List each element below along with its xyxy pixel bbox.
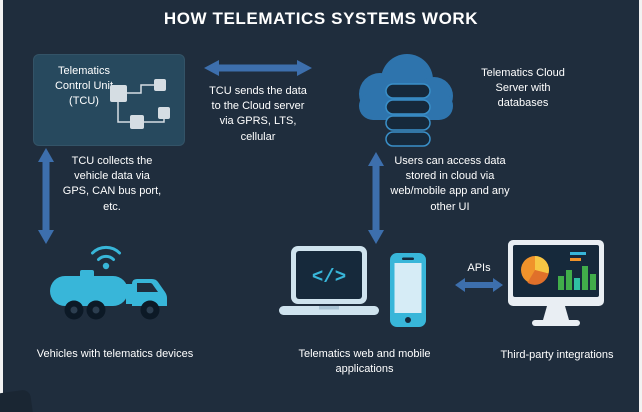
pie-chart-icon [521,256,549,285]
apps-to-integrations-arrow [455,278,503,292]
tcu-node: Telematics Control Unit (TCU) [33,54,185,146]
cloud-to-apps-arrow [368,152,384,244]
phone-speaker [402,257,414,260]
cab-window [137,283,158,292]
truck-wheels [64,300,160,320]
apis-label: APIs [467,262,491,274]
vehicles-to-tcu-label: TCU collects the vehicle data via GPS, C… [62,155,162,213]
laptop-notch [319,306,339,310]
phone-screen [394,263,422,313]
double-arrow-shape [204,60,312,76]
apps-label: Telematics web and mobile applications [298,348,431,376]
network-nodes-icon [110,79,170,129]
vehicles-label: Vehicles with telematics devices [36,348,194,360]
cloud-to-apps-label: Users can access data stored in cloud vi… [390,155,510,213]
tcu-label: Telematics Control Unit (TCU) [54,65,114,108]
tcu-to-cloud-arrow [204,60,312,76]
page-title: HOW TELEMATICS SYSTEMS WORK [163,9,479,28]
laptop-icon: </> [279,246,379,315]
vehicles-to-tcu-arrow [38,148,54,244]
corner-decoration [0,389,35,412]
dashboard-monitor-icon [508,240,604,326]
laptop-base [279,306,379,315]
phone-home-button [405,317,411,323]
monitor-stand [543,306,569,320]
tcu-to-cloud-label: TCU sends the data to the Cloud server v… [209,85,307,143]
laptop-screen [296,251,362,299]
double-arrow-shape [368,152,384,244]
integrations-label: Third-party integrations [500,349,614,361]
cloud-server-icon [359,54,453,147]
bar-chart-icon [558,266,596,290]
cloud-server-label: Telematics Cloud Server with databases [481,67,565,110]
smartphone-icon [390,253,426,327]
code-icon: </> [312,266,346,288]
left-edge-strip [0,0,3,412]
double-arrow-shape [38,148,54,244]
tanker-truck-shape [50,270,167,306]
legend-dashes [570,252,586,261]
monitor-base [532,320,580,326]
database-icon [385,83,431,147]
wifi-icon [91,245,121,270]
vehicle-truck-icon [50,245,167,320]
right-edge-strip [639,0,642,412]
double-arrow-shape [455,278,503,292]
